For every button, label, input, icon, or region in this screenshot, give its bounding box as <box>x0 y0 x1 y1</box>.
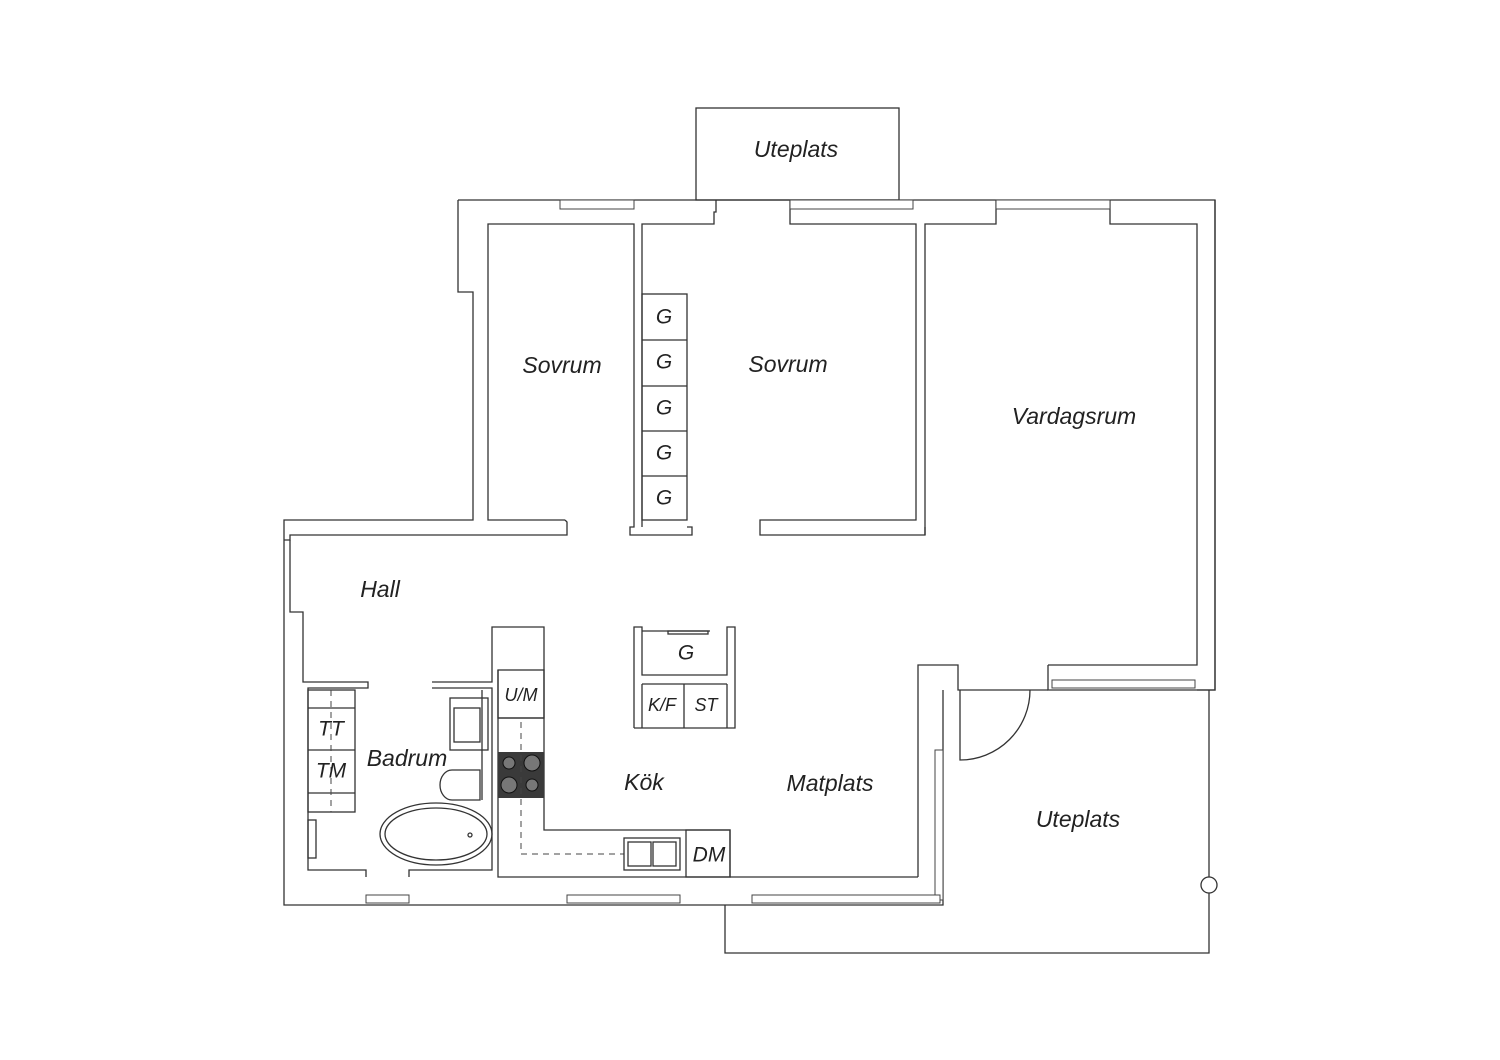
wardrobe-label: G <box>656 442 672 465</box>
window <box>751 894 941 904</box>
wardrobe-column <box>641 293 688 521</box>
window <box>559 199 635 210</box>
bedroom-2-walls-right <box>759 200 997 536</box>
door-swing <box>959 689 1031 761</box>
bedroom-2-walls <box>641 200 717 527</box>
wardrobe-label: G <box>656 487 672 510</box>
hall-left-wall <box>289 540 369 877</box>
bedroom-1-walls <box>487 223 693 536</box>
room-label-living-room: Vardagsrum <box>1012 403 1136 429</box>
oven-microwave-label: U/M <box>505 685 538 705</box>
dishwasher <box>685 829 731 878</box>
room-label-patio: Uteplats <box>1036 806 1121 832</box>
wardrobe-label: G <box>656 397 672 420</box>
outer-wall-right <box>1047 200 1216 691</box>
bathtub-inner <box>384 807 488 861</box>
radiator <box>307 819 317 859</box>
room-label-dining: Matplats <box>787 770 874 796</box>
washbasin <box>449 697 489 751</box>
room-label-bedroom-1: Sovrum <box>522 352 601 378</box>
patio-post <box>1200 876 1218 894</box>
outer-wall <box>458 199 1216 691</box>
window <box>566 894 681 904</box>
laundry-column <box>307 689 356 813</box>
window <box>365 894 410 904</box>
outer-wall-left <box>283 200 944 906</box>
living-room-walls-2 <box>1048 200 1198 666</box>
toilet <box>439 769 481 801</box>
dining-wall <box>917 664 1048 877</box>
bathtub <box>379 802 493 866</box>
counter-dash <box>520 722 624 855</box>
washer-label: TM <box>316 760 347 783</box>
island-wardrobe-label: G <box>678 642 694 665</box>
washbasin-bowl <box>453 707 481 743</box>
oven-microwave <box>497 669 545 719</box>
stove-burners <box>500 754 541 794</box>
wardrobe-label: G <box>656 306 672 329</box>
kitchen-sink <box>623 837 681 871</box>
window <box>934 749 944 901</box>
bathroom-wall-2 <box>408 687 493 877</box>
room-label-bedroom-2: Sovrum <box>748 351 827 377</box>
room-label-hall: Hall <box>360 576 401 602</box>
sink-bowl <box>652 841 677 867</box>
kitchen-island <box>633 626 736 729</box>
window <box>789 199 914 210</box>
sink-bowl <box>627 841 652 867</box>
patio-outline <box>724 690 1210 954</box>
room-label-balcony: Uteplats <box>754 136 839 162</box>
window <box>995 199 1111 210</box>
bathroom-wall <box>432 626 731 878</box>
dishwasher-label: DM <box>693 844 726 867</box>
room-label-bathroom: Badrum <box>367 745 448 771</box>
hall-top-wall <box>284 519 568 541</box>
room-label-kitchen: Kök <box>624 769 665 795</box>
wardrobe-label: G <box>656 351 672 374</box>
window <box>1051 679 1196 689</box>
dryer-label: TT <box>318 718 346 741</box>
bathtub-drain <box>467 832 473 838</box>
fridge-freezer-label: K/F <box>648 695 677 715</box>
storage-label: ST <box>694 695 719 715</box>
